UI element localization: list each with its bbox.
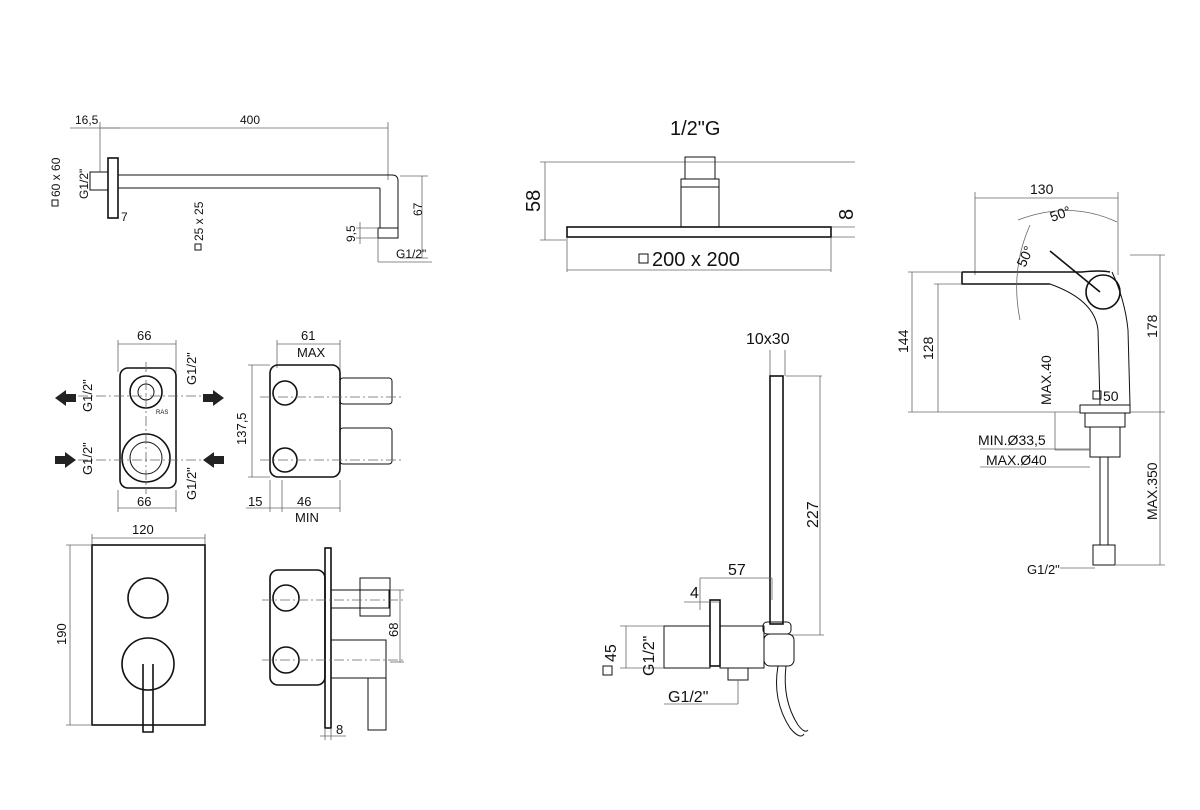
box-port-4-label: G1/2" bbox=[184, 467, 199, 500]
plate-width-label: 120 bbox=[132, 522, 154, 537]
box-brand-mark: RAS bbox=[156, 410, 168, 416]
box-depth-max-label: 61 bbox=[301, 328, 315, 343]
arm-length-label: 400 bbox=[240, 113, 260, 127]
concealed-box-front-drawing: 66 RAS G1/2" G1/2" G1/2" G1/2" 66 bbox=[55, 328, 224, 512]
head-height-label: 58 bbox=[523, 190, 545, 212]
mixer-height-178-label: 178 bbox=[1144, 314, 1160, 338]
box-max-word: MAX bbox=[297, 345, 326, 360]
box-height-label: 137,5 bbox=[234, 412, 249, 445]
head-connector-label: 1/2"G bbox=[670, 118, 720, 140]
wall-thickness-label: 4 bbox=[690, 585, 699, 602]
plate-thickness-label: 8 bbox=[336, 722, 343, 737]
concealed-box-side-drawing: 61 MAX 137,5 15 46 MIN bbox=[234, 328, 402, 525]
cover-plate-side-drawing: 68 8 bbox=[262, 547, 405, 740]
mixer-max40-label: MAX.40 bbox=[1038, 355, 1054, 405]
outlet-length-label: 57 bbox=[728, 562, 746, 579]
box-port-1-label: G1/2" bbox=[80, 379, 95, 412]
mixer-height-128-label: 128 bbox=[920, 336, 936, 360]
mixer-height-144-label: 144 bbox=[895, 329, 911, 353]
cover-plate-front-drawing: 120 190 bbox=[54, 522, 206, 733]
arm-inlet-label: G1/2" bbox=[77, 169, 91, 199]
mixer-min-hole-label: MIN.Ø33,5 bbox=[978, 432, 1046, 448]
mixer-max350-label: MAX.350 bbox=[1144, 462, 1160, 520]
box-port-3-label: G1/2" bbox=[80, 442, 95, 475]
arm-offset-label: 16,5 bbox=[75, 113, 99, 127]
box-port-2-label: G1/2" bbox=[184, 352, 199, 385]
mixer-max-hole-label: MAX.Ø40 bbox=[986, 452, 1047, 468]
hose-length-label: 227 bbox=[805, 501, 822, 528]
mixer-angle-a-label: 50° bbox=[1048, 203, 1073, 225]
mixer-base-label: 50 bbox=[1103, 388, 1119, 404]
arm-flange-depth-label: 7 bbox=[121, 210, 128, 224]
handshower-drawing: 10x30 227 57 4 45 G1/2" G1/2" bbox=[602, 331, 824, 737]
mixer-angle-b-label: 50° bbox=[1013, 243, 1036, 269]
arm-outlet-label: G1/2" bbox=[396, 247, 426, 261]
arm-outlet-length-label: 9,5 bbox=[344, 225, 358, 242]
arm-drop-label: 67 bbox=[411, 202, 425, 216]
box-width-bottom-label: 66 bbox=[137, 494, 151, 509]
head-thickness-label: 8 bbox=[836, 209, 858, 220]
plate-size-label: 45 bbox=[603, 644, 620, 662]
box-depth-15-label: 15 bbox=[248, 494, 262, 509]
basin-mixer-drawing: 130 50° 50° 144 128 178 MAX bbox=[895, 181, 1165, 577]
mixer-inlet-label: G1/2" bbox=[1027, 562, 1060, 577]
box-min-word: MIN bbox=[295, 510, 319, 525]
holder-size-label: 10x30 bbox=[746, 331, 790, 348]
arm-section-label: 25 x 25 bbox=[192, 201, 206, 241]
box-depth-min-label: 46 bbox=[297, 494, 311, 509]
inlet-b-label: G1/2" bbox=[668, 689, 708, 706]
box-width-top-label: 66 bbox=[137, 328, 151, 343]
shower-arm-drawing: 16,5 400 60 x 60 G1/2" 7 25 x 25 9,5 67 … bbox=[49, 113, 432, 263]
plate-height-label: 190 bbox=[54, 623, 69, 645]
mixer-reach-label: 130 bbox=[1030, 181, 1054, 197]
head-size-label: 200 x 200 bbox=[652, 249, 740, 271]
arm-flange-label: 60 x 60 bbox=[49, 157, 63, 197]
inlet-a-label: G1/2" bbox=[641, 636, 658, 676]
shower-head-drawing: 1/2"G 58 8 200 x 200 bbox=[523, 118, 858, 272]
plate-offset-label: 68 bbox=[386, 623, 401, 637]
